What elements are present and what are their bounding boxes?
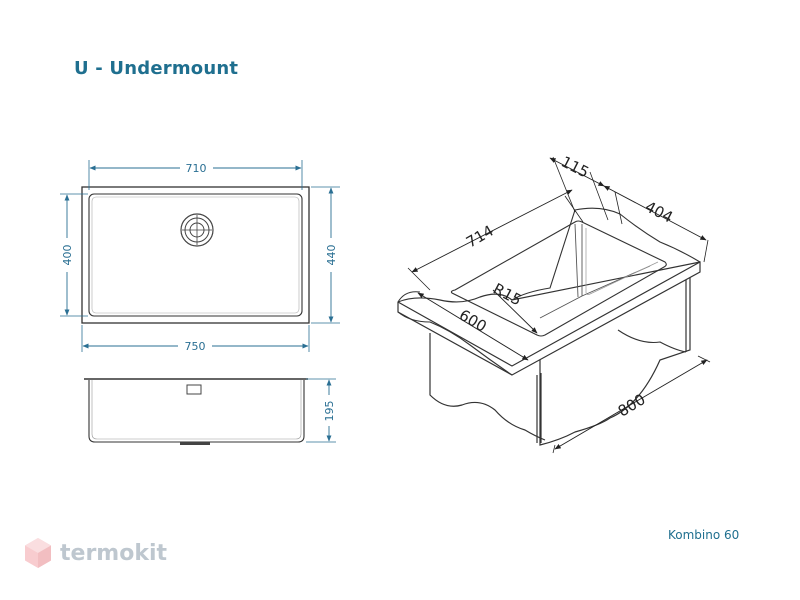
- svg-text:195: 195: [323, 401, 336, 422]
- svg-text:750: 750: [185, 340, 206, 353]
- plan-view: 710 750 400 440: [60, 160, 340, 353]
- page-title: U - Undermount: [74, 58, 239, 79]
- isometric-view: 115 404 714 R15 600: [397, 153, 711, 454]
- drain-outlet: [180, 442, 210, 445]
- svg-text:710: 710: [186, 162, 207, 175]
- svg-text:800: 800: [615, 390, 649, 420]
- svg-text:400: 400: [61, 245, 74, 266]
- svg-text:714: 714: [463, 222, 497, 252]
- dimension-800: 800: [552, 355, 711, 454]
- dimension-left-height: 400: [60, 193, 88, 317]
- brand-watermark: termokit: [24, 537, 167, 569]
- dimension-115: 115: [549, 153, 609, 221]
- dimension-right-height: 440: [311, 186, 340, 324]
- overflow-icon: [186, 384, 202, 395]
- sink-basin-outline: [88, 193, 303, 317]
- sink-opening: [450, 220, 667, 337]
- dimension-bottom-width: 750: [81, 325, 310, 353]
- hexagon-cube-icon: [25, 538, 51, 568]
- dimension-top-width: 710: [88, 160, 303, 190]
- section-view: 195: [84, 378, 336, 445]
- sink-outer-outline: [81, 186, 310, 324]
- drain-icon: [180, 213, 214, 247]
- svg-text:440: 440: [325, 245, 338, 266]
- model-caption: Kombino 60: [668, 528, 740, 542]
- dimension-714: 714: [407, 189, 584, 291]
- svg-text:404: 404: [642, 198, 676, 227]
- cabinet-front-panel: [429, 333, 546, 441]
- dimension-depth: 195: [306, 378, 336, 443]
- dimension-404: 404: [603, 185, 709, 263]
- brand-name: termokit: [60, 540, 168, 566]
- countertop: [397, 261, 701, 376]
